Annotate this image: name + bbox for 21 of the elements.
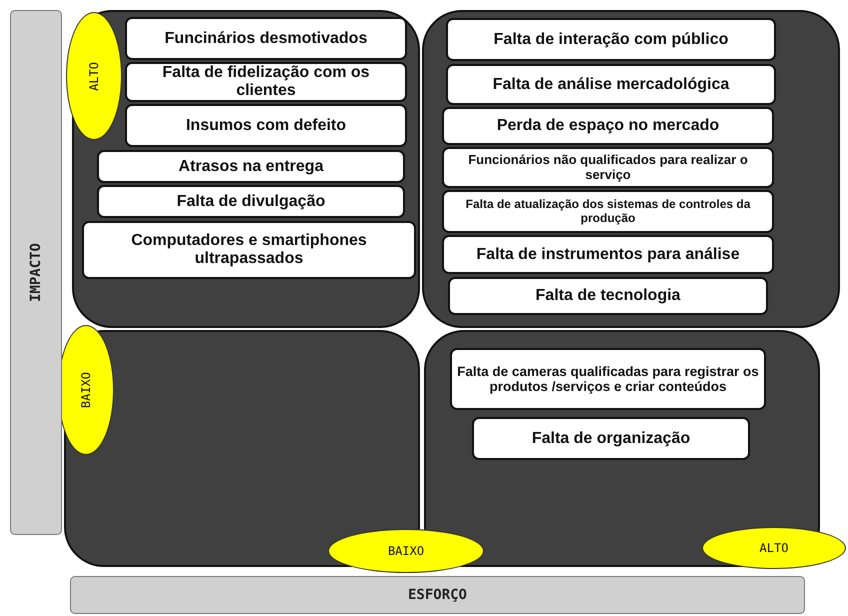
issue-box: Falta de fidelização com os clientes (125, 62, 407, 102)
issue-box: Falta de organização (472, 417, 750, 460)
issue-box: Falta de instrumentos para análise (442, 235, 774, 274)
issue-box: Falta de análise mercadológica (446, 64, 776, 105)
issue-box: Falta de tecnologia (448, 277, 768, 315)
quadrant-panel (422, 10, 840, 328)
issue-box: Falta de divulgação (97, 185, 405, 218)
axis-bar: IMPACTO (10, 10, 62, 535)
issue-box: Perda de espaço no mercado (442, 107, 774, 145)
issue-box: Computadores e smartiphones ultrapassados (82, 221, 416, 279)
axis-bar: ESFORÇO (70, 576, 805, 614)
quadrant-panel (424, 330, 820, 567)
issue-box: Insumos com defeito (125, 104, 407, 147)
quadrant-panel (72, 10, 420, 328)
level-ellipse: ALTO (702, 527, 846, 569)
issue-box: Atrasos na entrega (97, 150, 405, 183)
issue-box: Falta de cameras qualificadas para registrar os produtos /serviços e criar conteúdos (450, 348, 766, 410)
issue-box: Funcinários desmotivados (125, 17, 407, 60)
issue-box: Funcionários não qualificados para realizar o serviço (442, 147, 774, 188)
issue-box: Falta de atualização dos sistemas de controles da produção (442, 190, 774, 233)
issue-box: Falta de interação com público (446, 18, 776, 61)
